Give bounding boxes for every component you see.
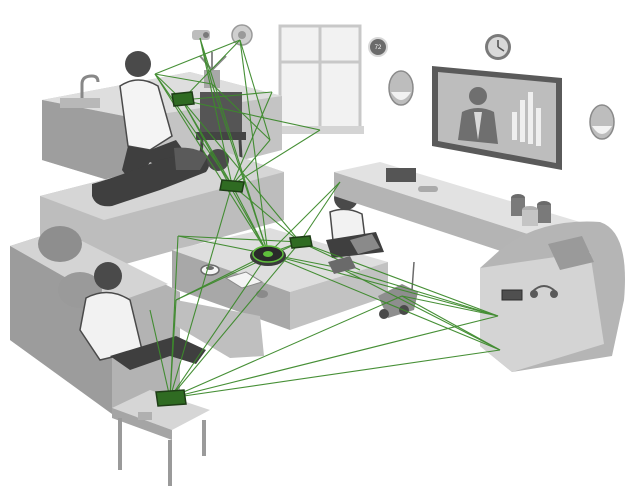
kitchen-faucet bbox=[60, 74, 100, 108]
window bbox=[276, 24, 364, 134]
tablet-device-icon-side-table bbox=[155, 389, 187, 407]
speaker-cans bbox=[511, 194, 551, 226]
wall-sconce-icon-left bbox=[388, 70, 414, 106]
notepad bbox=[224, 271, 264, 289]
side-table bbox=[112, 390, 210, 486]
tablet-device-icon-kitchen bbox=[171, 91, 195, 107]
tv-bar-chart bbox=[512, 92, 541, 146]
remote bbox=[256, 290, 268, 298]
armchair bbox=[480, 221, 625, 372]
network-links bbox=[149, 37, 501, 399]
tablet-device-icon-floor bbox=[289, 235, 313, 249]
security-camera-icon bbox=[192, 30, 210, 40]
coffee-cup-icon bbox=[200, 264, 220, 276]
media-console bbox=[334, 162, 580, 262]
thermostat-reading: 72 bbox=[375, 45, 382, 51]
tv-presenter bbox=[458, 87, 498, 144]
wall-clock-icon bbox=[485, 34, 511, 60]
headphones-icon bbox=[530, 285, 558, 298]
television-icon bbox=[432, 66, 562, 170]
laptop-device-icon bbox=[328, 256, 356, 274]
hub-device-icon bbox=[250, 245, 286, 266]
smoke-detector-icon bbox=[231, 24, 253, 46]
phone-device-icon-armchair bbox=[501, 289, 523, 301]
person-sitting-sofa bbox=[79, 262, 206, 370]
person-lying bbox=[92, 147, 229, 207]
thermostat-icon: 72 bbox=[368, 37, 388, 57]
wall-sconce-icon-right bbox=[589, 104, 615, 140]
tablet-device-icon-daybed bbox=[219, 179, 245, 193]
